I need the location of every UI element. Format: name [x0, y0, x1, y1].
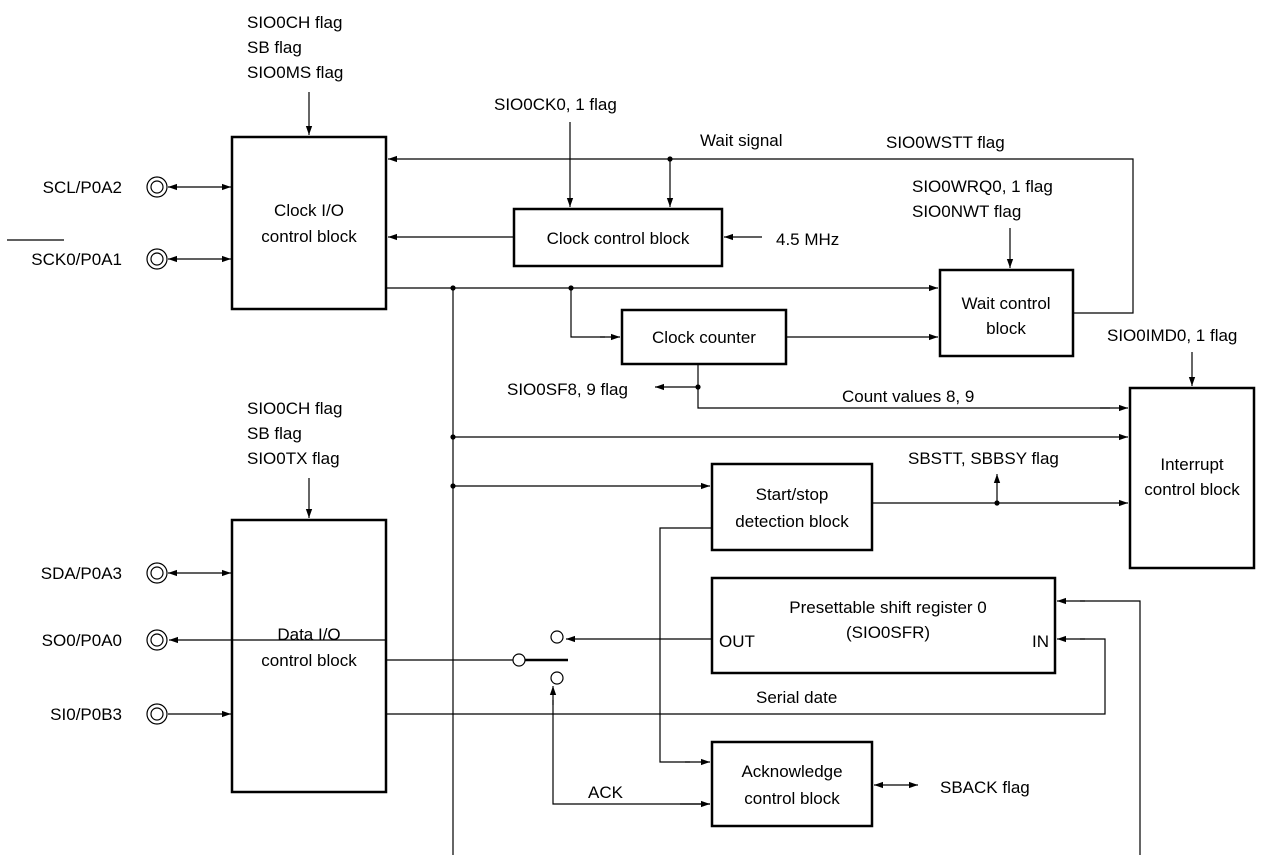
sback-label: SBACK flag	[940, 778, 1030, 797]
wait-control-block: Wait control block	[938, 268, 1075, 358]
clock-io-flag-2: SB flag	[247, 38, 302, 57]
clock-counter-label: Clock counter	[652, 328, 756, 347]
data-io-flag-1: SIO0CH flag	[247, 399, 342, 418]
interrupt-control-label-2: control block	[1144, 480, 1240, 499]
clock-io-control-block: Clock I/O control block	[230, 135, 388, 311]
clock-io-flag-1: SIO0CH flag	[247, 13, 342, 32]
count-values-line	[697, 387, 1110, 409]
sio0nwt-label: SIO0NWT flag	[912, 202, 1021, 221]
shift-register-label-1: Presettable shift register 0	[789, 598, 986, 617]
ack-label: ACK	[588, 783, 624, 802]
sbstt-label: SBSTT, SBBSY flag	[908, 449, 1059, 468]
junction-wait	[667, 156, 673, 162]
pin-scl	[146, 176, 168, 198]
pin-si0	[146, 703, 168, 725]
start-stop-detection-block: Start/stop detection block	[710, 462, 874, 552]
start-stop-label-2: detection block	[735, 512, 849, 531]
junction-bus-1	[450, 434, 456, 440]
wait-signal-label: Wait signal	[700, 131, 783, 150]
interrupt-control-block: Interrupt control block	[1128, 386, 1256, 570]
freq-label: 4.5 MHz	[776, 230, 839, 249]
serial-date-label: Serial date	[756, 688, 837, 707]
data-io-control-block: Data I/O control block	[230, 518, 388, 794]
data-io-label-1: Data I/O	[277, 625, 340, 644]
sio0imd-label: SIO0IMD0, 1 flag	[1107, 326, 1237, 345]
start-stop-to-ack-line	[659, 527, 712, 763]
shift-register-block: Presettable shift register 0 (SIO0SFR) O…	[710, 576, 1057, 675]
sio0wrq-label: SIO0WRQ0, 1 flag	[912, 177, 1053, 196]
pin-sck0	[146, 248, 168, 270]
count-values-label: Count values 8, 9	[842, 387, 974, 406]
acknowledge-control-block: Acknowledge control block	[710, 740, 874, 828]
shift-register-label-2: (SIO0SFR)	[846, 623, 930, 642]
wait-control-label-1: Wait control	[961, 294, 1050, 313]
serial-data-line	[386, 638, 1106, 715]
pin-sda	[146, 562, 168, 584]
clock-to-counter	[570, 288, 605, 338]
wait-signal-line	[670, 158, 1134, 314]
clock-control-block: Clock control block	[512, 207, 724, 268]
pin-label-scl: SCL/P0A2	[43, 178, 122, 197]
junction-bus-2	[450, 483, 456, 489]
acknowledge-label-1: Acknowledge	[741, 762, 842, 781]
shift-register-out-label: OUT	[719, 632, 755, 651]
pin-label-si0: SI0/P0B3	[50, 705, 122, 724]
data-io-flag-2: SB flag	[247, 424, 302, 443]
interrupt-control-label-1: Interrupt	[1160, 455, 1224, 474]
switch-contact-common	[512, 653, 526, 667]
acknowledge-label-2: control block	[744, 789, 840, 808]
clock-io-label-2: control block	[261, 227, 357, 246]
ack-line	[552, 700, 710, 805]
pin-label-sda: SDA/P0A3	[41, 564, 122, 583]
sio0ck-label: SIO0CK0, 1 flag	[494, 95, 617, 114]
shift-clock-line	[1080, 600, 1141, 855]
switch-contact-bottom	[550, 671, 564, 685]
switch-contact-top	[550, 630, 564, 644]
pin-label-so0: SO0/P0A0	[42, 631, 122, 650]
data-io-label-2: control block	[261, 651, 357, 670]
clock-io-flag-3: SIO0MS flag	[247, 63, 343, 82]
shift-register-in-label: IN	[1032, 632, 1049, 651]
clock-control-label: Clock control block	[547, 229, 690, 248]
data-io-flag-3: SIO0TX flag	[247, 449, 340, 468]
clock-counter-block: Clock counter	[620, 308, 788, 366]
pin-so0	[146, 629, 168, 651]
sio0wstt-label: SIO0WSTT flag	[886, 133, 1005, 152]
clock-io-label-1: Clock I/O	[274, 201, 344, 220]
sio0sf8-label: SIO0SF8, 9 flag	[507, 380, 628, 399]
wait-control-label-2: block	[986, 319, 1026, 338]
start-stop-label-1: Start/stop	[756, 485, 829, 504]
pin-label-sck0: SCK0/P0A1	[31, 250, 122, 269]
